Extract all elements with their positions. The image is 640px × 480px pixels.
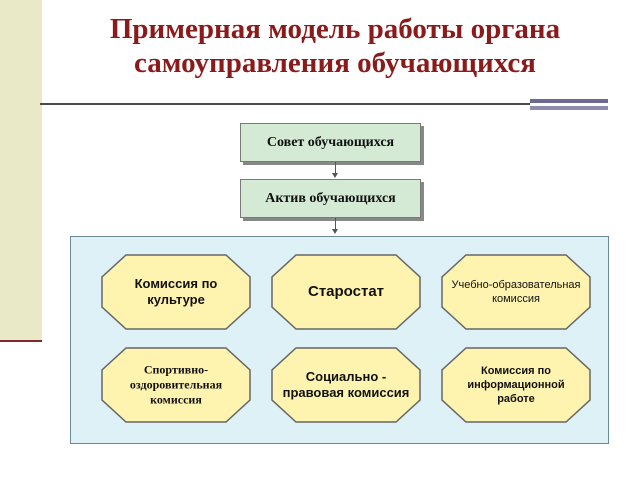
commission-starostat-label: Старостат [307, 283, 385, 300]
council-box: Совет обучающихся [240, 123, 421, 162]
commission-social-legal: Социально - правовая комиссия [270, 346, 422, 424]
arrowhead-panel [332, 229, 338, 234]
slide-title-line-2: самоуправления обучающихся [134, 47, 536, 79]
octagon-shape [271, 347, 421, 423]
activists-box: Актив обучающихся [240, 179, 421, 218]
commission-sports: Спортивно-оздоровительная комиссия [100, 346, 252, 424]
divider-accent-bars [530, 99, 608, 113]
octagon-shape [101, 347, 251, 423]
octagon-shape [271, 254, 421, 330]
commission-social-legal-label: Социально - правовая комиссия [282, 369, 410, 400]
arrowhead-activists [332, 173, 338, 178]
commission-information-label: Комиссия по информационной работе [467, 365, 565, 405]
commission-culture-label: Комиссия по культуре [134, 276, 218, 307]
octagon-shape [101, 254, 251, 330]
title-divider [40, 103, 530, 105]
commission-sports-label: Спортивно-оздоровительная комиссия [129, 362, 223, 407]
octagon-shape [441, 254, 591, 330]
slide-title-line-1: Примерная модель работы органа [109, 13, 561, 45]
commission-education-label: Учебно-образовательная комиссия [451, 279, 581, 305]
connector-activists-panel [335, 218, 336, 230]
activists-label: Актив обучающихся [265, 190, 396, 206]
octagon-shape [441, 347, 591, 423]
slide-title: Примерная модель работы органа самоуправ… [45, 12, 625, 80]
sidebar-accent-line [0, 340, 42, 342]
commission-education: Учебно-образовательная комиссия [440, 253, 592, 331]
commission-starostat: Старостат [270, 253, 422, 331]
slide-sidebar-decoration [0, 0, 42, 340]
council-label: Совет обучающихся [266, 134, 395, 150]
connector-council-activists [335, 162, 336, 174]
commission-information: Комиссия по информационной работе [440, 346, 592, 424]
commission-culture: Комиссия по культуре [100, 253, 252, 331]
